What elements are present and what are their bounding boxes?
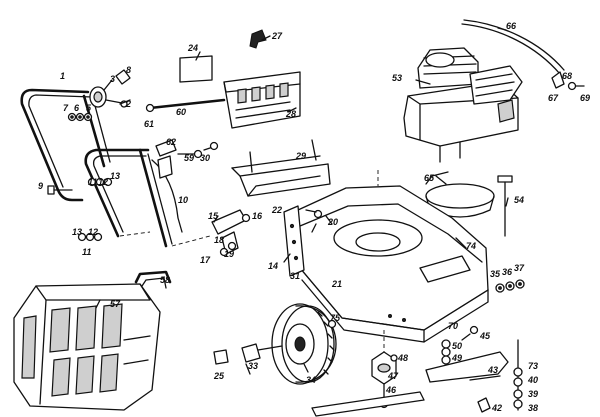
part-label: 65 — [424, 173, 435, 183]
part-label: 3 — [110, 74, 116, 84]
part-label: 69 — [580, 93, 591, 103]
part-label: 57 — [110, 299, 121, 309]
part-label: 58 — [160, 275, 171, 285]
part-label: 42 — [492, 403, 503, 413]
blade-bolts — [391, 327, 478, 365]
part-label: 61 — [144, 119, 155, 129]
part-label: 19 — [224, 249, 235, 259]
engine-bolt — [498, 176, 512, 236]
handle-bolt-left — [48, 179, 112, 241]
part-label: 33 — [248, 361, 259, 371]
mower-deck — [298, 170, 488, 342]
part-label: 43 — [488, 365, 499, 375]
part-label: 6 — [74, 103, 80, 113]
decal-plate — [180, 56, 212, 82]
part-label: 2 — [126, 99, 132, 109]
mounting-bracket — [232, 140, 330, 196]
part-label: 68 — [562, 71, 573, 81]
handle-washers — [69, 114, 92, 121]
part-label: 8 — [126, 65, 132, 75]
part-label: 45 — [480, 331, 491, 341]
deck-wheel-bracket — [212, 206, 322, 276]
part-label: 46 — [386, 385, 397, 395]
part-label: 25 — [214, 371, 225, 381]
part-label: 30 — [200, 153, 211, 163]
part-label: 38 — [528, 403, 539, 413]
part-label: 12 — [88, 227, 99, 237]
part-label: 36 — [502, 267, 513, 277]
part-label: 9 — [38, 181, 44, 191]
part-label: 40 — [528, 375, 539, 385]
part-label: 54 — [514, 195, 525, 205]
grass-catcher — [14, 284, 160, 410]
part-label: 49 — [452, 353, 463, 363]
part-label: 22 — [272, 205, 283, 215]
engine-cable — [462, 20, 584, 90]
control-arrow — [250, 30, 266, 48]
control-lever — [156, 140, 218, 178]
part-label: 21 — [332, 279, 343, 289]
axle-washers — [496, 280, 524, 292]
part-label: 70 — [448, 321, 459, 331]
part-label: 31 — [290, 271, 301, 281]
part-label: 12 — [98, 177, 109, 187]
part-label: 60 — [176, 107, 187, 117]
blade — [312, 352, 508, 416]
throttle-cable — [152, 160, 182, 232]
part-label: 1 — [60, 71, 66, 81]
part-label: 66 — [506, 21, 517, 31]
part-label: 11 — [82, 247, 92, 257]
right-blade-stack — [478, 340, 522, 412]
part-label: 13 — [72, 227, 83, 237]
lower-handle — [86, 150, 210, 246]
part-label: 48 — [398, 353, 409, 363]
part-label: 62 — [166, 137, 177, 147]
part-label: 34 — [306, 375, 317, 385]
wheel — [272, 304, 336, 384]
part-label: 29 — [296, 151, 307, 161]
upper-handle — [22, 90, 110, 200]
part-label: 53 — [392, 73, 403, 83]
part-label: 39 — [528, 389, 539, 399]
part-label: 20 — [328, 217, 339, 227]
part-label: 14 — [268, 261, 279, 271]
part-label: 47 — [388, 371, 399, 381]
part-label: 74 — [466, 241, 477, 251]
part-label: 28 — [286, 109, 297, 119]
part-label: 16 — [252, 211, 263, 221]
part-label: 35 — [490, 269, 501, 279]
part-label: 24 — [188, 43, 199, 53]
part-label: 13 — [110, 171, 121, 181]
part-label: 17 — [200, 255, 211, 265]
engine — [404, 48, 522, 162]
catcher-handle — [136, 272, 170, 288]
wheel-washer — [329, 321, 336, 328]
part-label: 50 — [452, 341, 463, 351]
part-label: 37 — [514, 263, 525, 273]
control-rod — [147, 100, 225, 112]
wheel-bolt — [214, 344, 282, 364]
part-label: 15 — [208, 211, 219, 221]
part-label: 67 — [548, 93, 559, 103]
part-label: 75 — [330, 313, 341, 323]
part-label: 11 — [88, 177, 98, 187]
part-label: 27 — [272, 31, 283, 41]
leader-lines — [96, 28, 508, 374]
part-label: 7 — [63, 103, 69, 113]
part-label: 10 — [178, 195, 189, 205]
control-console — [224, 72, 300, 128]
part-label: 5 — [86, 103, 92, 113]
handle-knob — [90, 70, 130, 107]
part-label: 73 — [528, 361, 539, 371]
part-label: 59 — [184, 153, 195, 163]
part-label: 18 — [214, 235, 225, 245]
